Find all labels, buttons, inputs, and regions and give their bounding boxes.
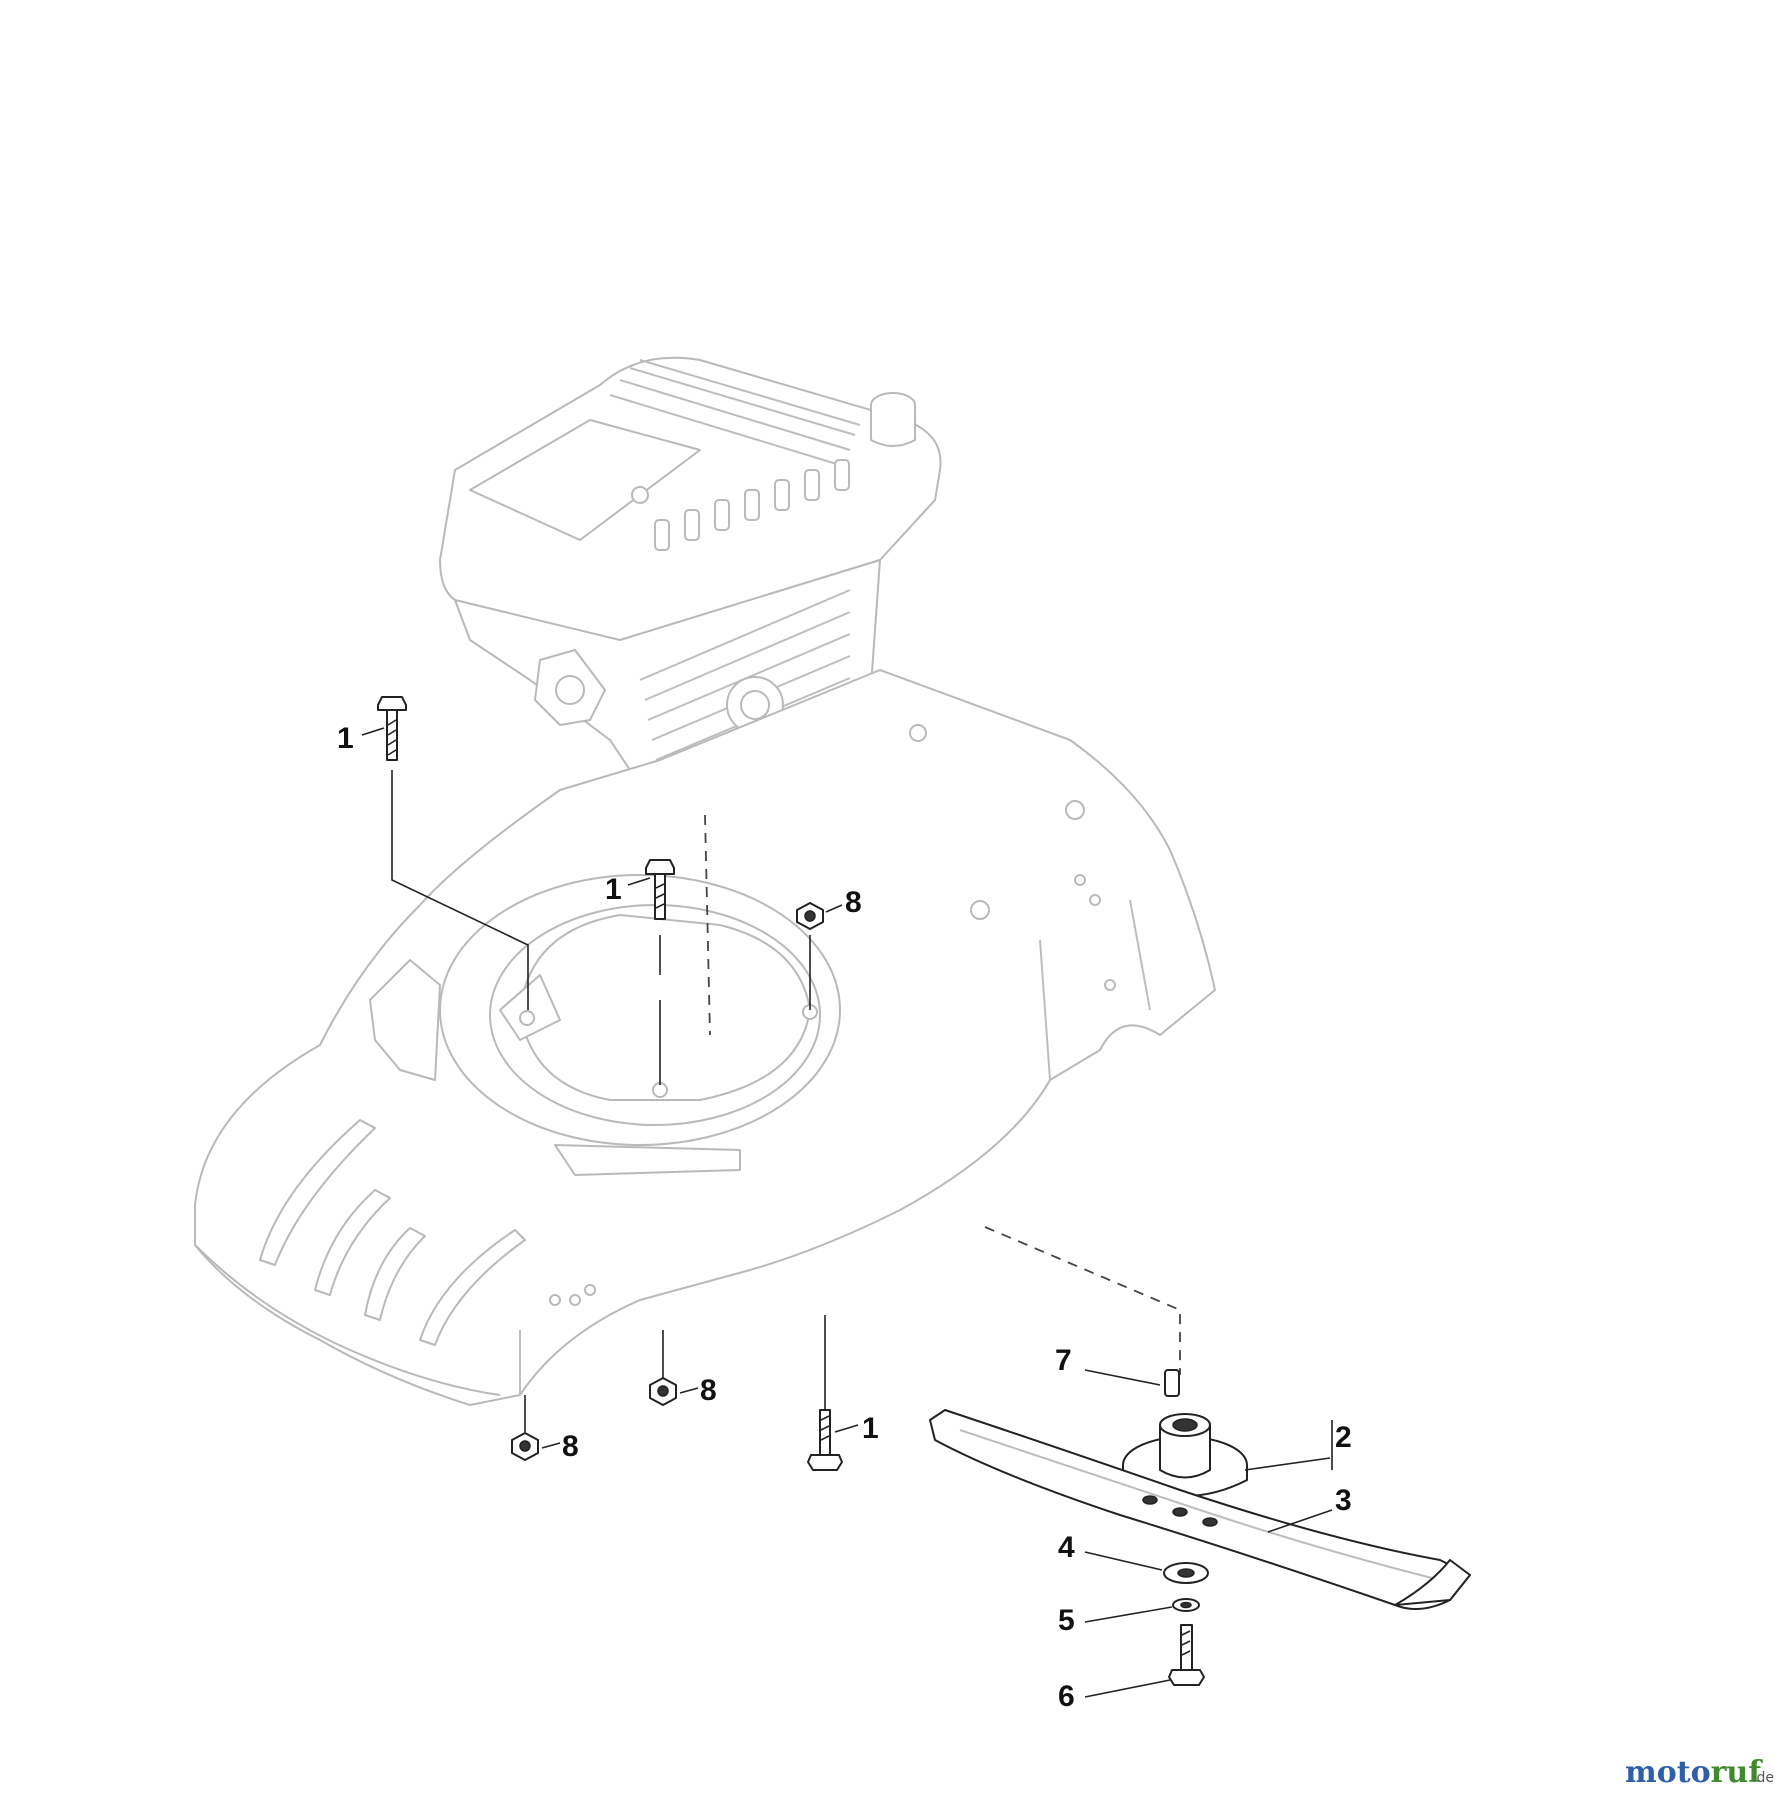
blade-bolt [1168, 1624, 1205, 1686]
engine-cover-fins [609, 359, 861, 466]
blade-adapter [1122, 1413, 1248, 1497]
callout-3: 3 [1335, 1484, 1352, 1517]
leader-1-top [361, 727, 385, 736]
cutting-blade [929, 1409, 1471, 1610]
oil-cap [870, 392, 916, 447]
spring-washer [1172, 1598, 1200, 1612]
leader-8-mid [679, 1387, 699, 1394]
mower-deck-illustration [194, 669, 1216, 1406]
leader-5 [1084, 1606, 1173, 1623]
engine-side-vents [654, 459, 850, 551]
leader-7 [1084, 1369, 1161, 1386]
leader-1-mid [627, 877, 651, 886]
engine-axis-line [704, 814, 711, 1036]
callout-1-mid: 1 [605, 873, 622, 906]
nut-top [796, 902, 824, 1010]
callout-7: 7 [1055, 1344, 1072, 1377]
deck-front-vents [259, 1119, 526, 1346]
carburettor [534, 649, 606, 726]
callout-8-bottom: 8 [562, 1430, 579, 1463]
blade-washer [1163, 1562, 1209, 1584]
leader-1-bottom [834, 1424, 859, 1433]
bolt-top-left [377, 696, 529, 1010]
leader-3 [1267, 1509, 1333, 1533]
callout-5: 5 [1058, 1604, 1075, 1637]
leader-6 [1084, 1679, 1171, 1698]
callout-8-top: 8 [845, 886, 862, 919]
blade-axis-line [984, 1226, 1181, 1375]
watermark-logo: motoruf .de [1625, 1755, 1774, 1790]
svg-text:.de: .de [1752, 1770, 1774, 1786]
leader-4 [1084, 1551, 1163, 1571]
nut-bottom [511, 1395, 539, 1461]
leader-8-bottom [541, 1442, 561, 1449]
bolt-middle [645, 859, 675, 1085]
leader-8-top [825, 904, 843, 913]
bolt-bottom [807, 1315, 843, 1471]
callout-1-bottom: 1 [862, 1412, 879, 1445]
woodruff-key [1164, 1369, 1180, 1397]
callout-1-top: 1 [337, 722, 354, 755]
nut-middle [649, 1330, 677, 1406]
callout-2: 2 [1335, 1421, 1352, 1454]
callout-4: 4 [1058, 1531, 1075, 1564]
callout-8-mid: 8 [700, 1374, 717, 1407]
callout-6: 6 [1058, 1680, 1075, 1713]
svg-text:motoruf: motoruf [1625, 1755, 1763, 1790]
leader-2 [1244, 1420, 1333, 1471]
